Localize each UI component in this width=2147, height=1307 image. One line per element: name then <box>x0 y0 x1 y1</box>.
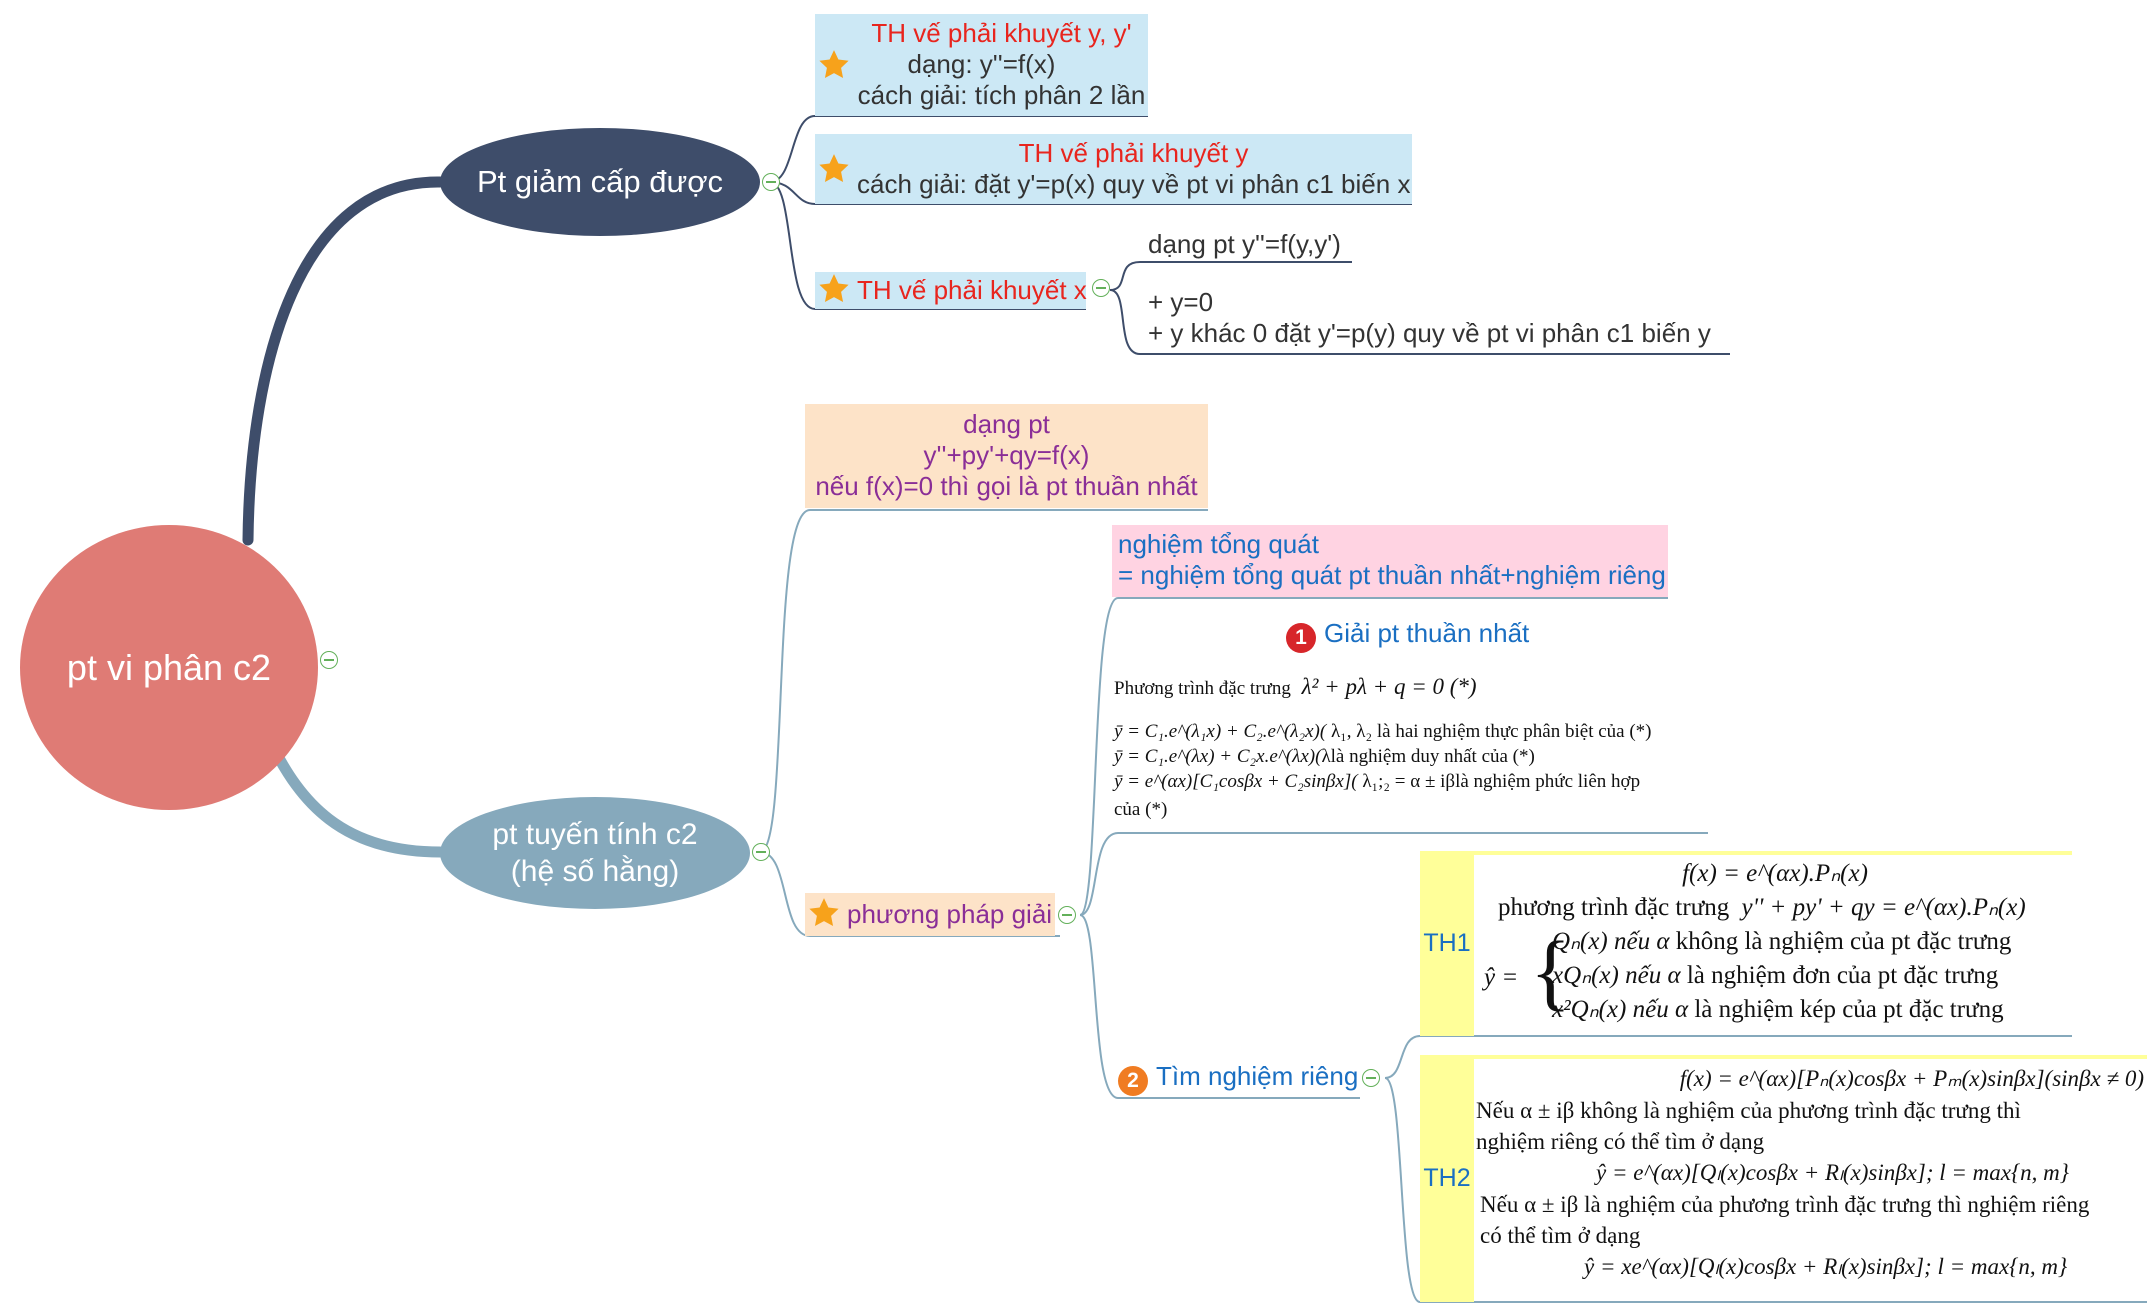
branch-linear-label-2: (hệ số hằng) <box>510 855 680 888</box>
case1-title: TH vế phải khuyết y, y' <box>871 18 1132 48</box>
case1-form: dạng: y''=f(x) <box>907 49 1056 79</box>
step2-label: Tìm nghiệm riêng <box>1156 1061 1359 1091</box>
th2-tag[interactable]: TH2 <box>1420 1055 1474 1302</box>
step1-content: Phương trình đặc trưng λ² + pλ + q = 0 (… <box>1114 672 1714 824</box>
step2-particular-label[interactable]: 2 Tìm nghiệm riêng <box>1118 1061 1359 1096</box>
th2-cond2a: Nếu α ± iβ là nghiệm của phương trình đặ… <box>1480 1192 2090 1217</box>
th1-yhat-cases: ŷ = { Qₙ(x) nếu α không là nghiệm của pt… <box>1484 923 2012 1023</box>
form-line3: nếu f(x)=0 thì gọi là pt thuần nhất <box>815 471 1198 501</box>
case1-method: cách giải: tích phân 2 lần <box>857 80 1146 110</box>
method-label: phương pháp giải <box>847 899 1053 929</box>
th2-f: f(x) = e^(αx)[Pₙ(x)cosβx + Pₘ(x)sinβx](s… <box>1679 1066 2144 1091</box>
th1-content: f(x) = e^(αx).Pₙ(x) phương trình đặc trư… <box>1478 858 2072 1030</box>
branch-linear-label-1: pt tuyến tính c2 <box>492 818 698 851</box>
case-missing-y[interactable]: TH vế phải khuyết y cách giải: đặt y'=p(… <box>815 134 1412 204</box>
case3-form-note: dạng pt y''=f(y,y') <box>1148 229 1341 259</box>
th2-sol1: ŷ = e^(αx)[Qₗ(x)cosβx + Rₗ(x)sinβx]; l =… <box>1596 1160 2069 1185</box>
case3-title: TH vế phải khuyết x <box>857 275 1087 305</box>
th1-tag[interactable]: TH1 <box>1420 851 1474 1036</box>
char-eq-row: Phương trình đặc trưng λ² + pλ + q = 0 (… <box>1114 674 1477 699</box>
th1-top-rule <box>1474 851 2072 855</box>
case2-method: cách giải: đặt y'=p(x) quy về pt vi phân… <box>857 169 1411 199</box>
star-icon <box>819 274 849 303</box>
th2-cond1a: Nếu α ± iβ không là nghiệm của phương tr… <box>1476 1098 2021 1123</box>
collapse-icon[interactable] <box>752 843 770 861</box>
connector-root-reducible <box>242 176 446 546</box>
th2-sol2: ŷ = xe^(αx)[Qₗ(x)cosβx + Rₗ(x)sinβx]; l … <box>1584 1254 2068 1279</box>
linear-form-box[interactable]: dạng pt y''+py'+qy=f(x) nếu f(x)=0 thì g… <box>805 404 1208 508</box>
case3-sub1: + y=0 <box>1148 287 1214 317</box>
collapse-icon[interactable] <box>320 651 338 669</box>
case-missing-x[interactable]: TH vế phải khuyết x <box>815 272 1087 309</box>
step1-label: Giải pt thuần nhất <box>1324 618 1530 648</box>
root-label: pt vi phân c2 <box>66 646 272 688</box>
collapse-icon[interactable] <box>1092 279 1110 297</box>
form-line2: y''+py'+qy=f(x) <box>923 440 1090 470</box>
star-icon <box>809 898 839 927</box>
method-box[interactable]: phương pháp giải <box>805 893 1055 936</box>
step1-homogeneous-label[interactable]: 1 Giải pt thuần nhất <box>1286 618 1529 653</box>
number-badge-icon: 2 <box>1118 1065 1148 1096</box>
th2-cond1b: nghiệm riêng có thể tìm ở dạng <box>1476 1129 1765 1154</box>
root-node[interactable]: pt vi phân c2 <box>20 525 318 810</box>
collapse-icon[interactable] <box>1362 1069 1380 1087</box>
connector-root-linear <box>266 739 446 858</box>
brace-glyph: { <box>1530 923 1572 1019</box>
case3-sub2: + y khác 0 đặt y'=p(y) quy về pt vi phân… <box>1148 318 1711 348</box>
th2-cond2b: có thể tìm ở dạng <box>1480 1223 1641 1248</box>
form-line1: dạng pt <box>963 409 1050 439</box>
collapse-icon[interactable] <box>1058 906 1076 924</box>
case-complex-roots: ȳ = e^(αx)[C₁cosβx + C₂sinβx]( λ₁;₂ = α … <box>1114 771 1641 792</box>
star-icon <box>819 154 849 183</box>
branch-reducible-label: Pt giảm cấp được <box>476 164 724 199</box>
th1-f: f(x) = e^(αx).Pₙ(x) <box>1682 860 1868 887</box>
case3-subcases: + y=0 + y khác 0 đặt y'=p(y) quy về pt v… <box>1148 287 1711 349</box>
collapse-icon[interactable] <box>762 173 780 191</box>
star-icon <box>819 50 849 79</box>
th1-char-eq: phương trình đặc trưng y'' + py' + qy = … <box>1498 894 2026 921</box>
branch-reducible-node[interactable]: Pt giảm cấp được <box>440 128 760 236</box>
case-double-root: ȳ = C₁.e^(λx) + C₂x.e^(λx)(λlà nghiệm du… <box>1114 746 1535 767</box>
number-badge-icon: 1 <box>1286 622 1316 653</box>
general-line1: nghiệm tổng quát <box>1118 529 1319 559</box>
branch-linear-node[interactable]: pt tuyến tính c2 (hệ số hằng) <box>440 797 750 909</box>
case-complex-tail: của (*) <box>1114 799 1168 820</box>
case2-title: TH vế phải khuyết y <box>1018 138 1249 168</box>
case-missing-y-yprime[interactable]: TH vế phải khuyết y, y' dạng: y''=f(x) c… <box>815 14 1148 116</box>
th2-content: f(x) = e^(αx)[Pₙ(x)cosβx + Pₘ(x)sinβx](s… <box>1476 1064 2144 1284</box>
general-solution-box[interactable]: nghiệm tổng quát = nghiệm tổng quát pt t… <box>1112 525 1668 597</box>
general-line2: = nghiệm tổng quát pt thuần nhất+nghiệm … <box>1118 560 1666 590</box>
th2-top-rule <box>1474 1055 2147 1059</box>
case-distinct-roots: ȳ = C₁.e^(λ₁x) + C₂.e^(λ₂x)( λ₁, λ₂ là h… <box>1114 721 1652 742</box>
